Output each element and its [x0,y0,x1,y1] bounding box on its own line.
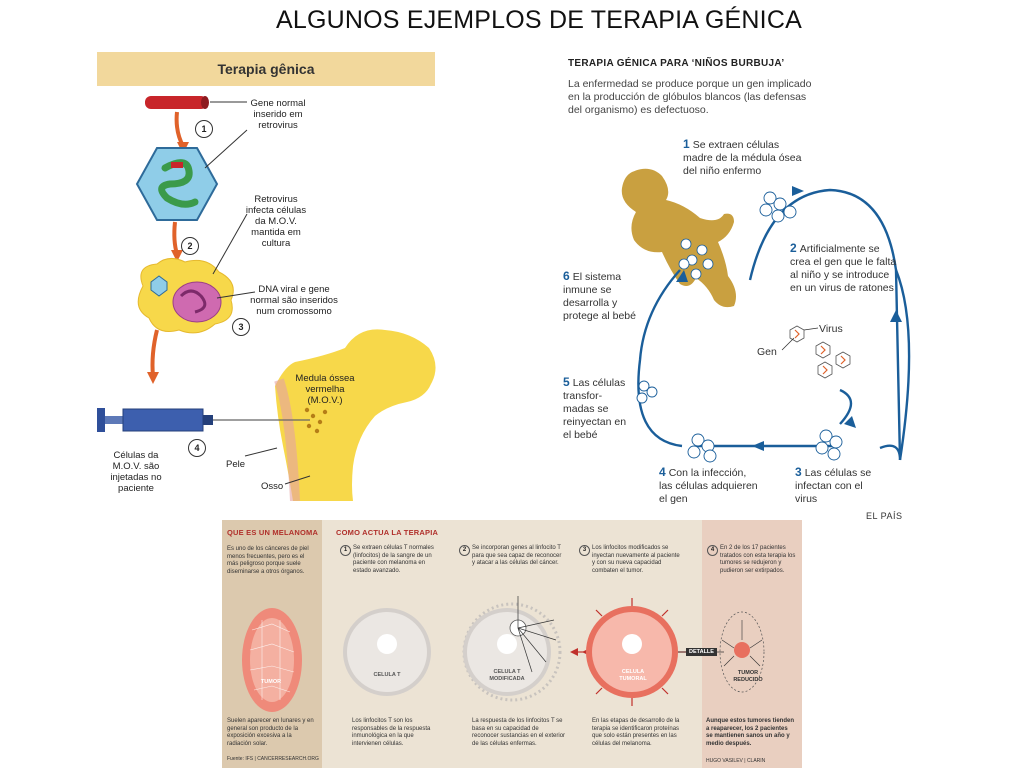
virus-label: Virus [819,323,843,335]
el-pais-credit: EL PAÍS [866,511,903,521]
therapy-discs [343,596,765,706]
retrovirus-hexagon [135,147,219,221]
left-panel-header: Terapia gênica [97,52,435,86]
source-credit: Fuente: IFS | CANCERRESEARCH.ORG [227,756,319,762]
cycle-step-4-text: Con la infección, las células adquieren … [659,467,758,505]
detalle-tag: DETALLE [686,648,717,656]
gene-therapy-diagram [97,96,436,501]
bottom-text-2: La respuesta de los linfocitos T se basa… [472,718,566,747]
cycle-step-6-num: 6 [563,269,570,283]
step-1-circle: 1 [195,120,213,138]
therapy-step-1-text: Se extraen células T normales (linfocito… [353,545,434,574]
syringe [97,408,310,432]
cycle-step-5-text: Las células transfor- madas se reinyecta… [563,377,627,441]
que-es-title: QUE ES UN MELANOMA [227,528,319,537]
cycle-step-1-num: 1 [683,137,690,151]
cycle-step-2-num: 2 [790,241,797,255]
therapy-step-4-text: En 2 de los 17 pacientes tratados con es… [720,545,796,574]
right-panel-title: TERAPIA GÉNICA PARA ‘NIÑOS BURBUJA’ [568,58,785,69]
medula-label: Medula óssea vermelha (M.O.V.) [295,373,355,406]
celula-t-modificada-label: CELULA T MODIFICADA [489,669,525,682]
bone-illustration [274,329,436,501]
infected-cell [137,258,234,334]
que-es-text: Es uno de los cánceres de piel menos fre… [227,546,309,575]
therapy-step-3-num: 3 [579,545,590,556]
therapy-step-2-num: 2 [459,545,470,556]
step-2-circle: 2 [181,237,199,255]
retrovirus-label: Retrovirus infecta células da M.O.V. man… [245,194,307,249]
baby-silhouette [621,168,736,308]
step-4-circle: 4 [188,439,206,457]
que-es-bottom-text: Suelen aparecer en lunares y en general … [227,718,314,747]
therapy-step-2-text: Se incorporan genes al linfocito T para … [472,545,562,566]
cycle-step-3-text: Las células se infectan con el virus [795,467,872,505]
tumor-label: TUMOR [260,679,282,685]
celula-tumoral-label: CELULA TUMORAL [619,669,647,682]
bottom-text-1: Los linfocitos T son los responsables de… [352,718,431,747]
celula-t-label: CELULA T [373,672,401,678]
modified-t-cell [462,596,562,702]
dna-label: DNA viral e gene normal são inseridos nu… [250,284,338,317]
therapy-step-3-text: Los linfocitos modificados se inyectan n… [592,545,680,574]
tumor-reducido-label: TUMOR REDUCIDO [733,670,763,683]
therapy-step-4-num: 4 [707,545,718,556]
clarin-credit: HUGO VASILEV | CLARIN [706,758,766,764]
tumor-cell-disc [578,598,686,706]
melanoma-panel: QUE ES UN MELANOMA Es uno de los cáncere… [222,520,802,768]
therapy-step-1-num: 1 [340,545,351,556]
bubble-baby-cycle-diagram [621,168,911,463]
cycle-step-4-num: 4 [659,465,666,479]
cycle-step-2-text: Artificialmente se crea el gen que le fa… [790,243,897,294]
cycle-step-5-num: 5 [563,375,570,389]
normal-gene-rod [145,96,209,109]
celulas-label: Células da M.O.V. são injetadas no pacie… [110,450,162,494]
cycle-step-3-num: 3 [795,465,802,479]
left-panel-title: Terapia gênica [217,61,315,77]
cycle-step-1-text: Se extraen células madre de la médula ós… [683,139,802,177]
step-3-circle: 3 [232,318,250,336]
osso-label: Osso [261,481,284,492]
cycle-step-6-text: El sistema inmune se desarrolla y proteg… [563,271,636,322]
como-actua-title: COMO ACTUA LA TERAPIA [336,528,439,537]
gene-label: Gene normal inserido em retrovirus [250,98,306,131]
result-column [702,520,802,768]
right-panel-intro: La enfermedad se produce porque un gen i… [568,78,812,116]
final-text: Aunque estos tumores tienden a reaparece… [706,718,795,747]
bottom-text-3: En las etapas de desarrollo de la terapi… [592,718,680,747]
gen-label: Gen [757,346,777,358]
pele-label: Pele [226,459,246,470]
tumor-illustration [242,608,302,712]
slide-title: ALGUNOS EJEMPLOS DE TERAPIA GÉNICA [276,6,802,34]
